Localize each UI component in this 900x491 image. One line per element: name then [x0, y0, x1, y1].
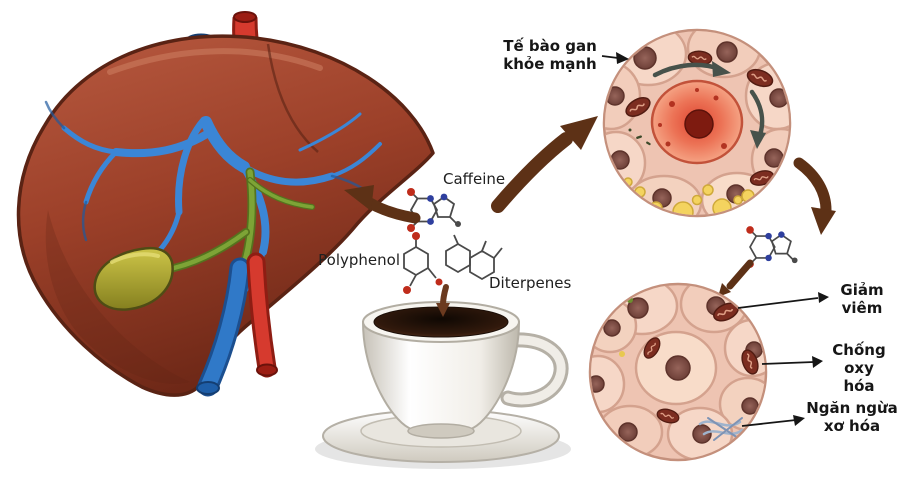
caffeine-molecule-small — [745, 225, 799, 269]
cup-base — [407, 423, 475, 439]
fibrosis-streak — [698, 417, 744, 441]
portal-vein-branches — [44, 100, 382, 305]
arrow-cells-to-treated — [793, 157, 836, 235]
reduce-inflammation-label: Giảm viêm — [840, 281, 884, 317]
progression-arrowheads — [712, 61, 766, 149]
coffee-cup — [315, 301, 571, 469]
arrows — [344, 116, 836, 317]
cup-handle-inner — [503, 335, 566, 405]
arrow-coffee-to-cells — [491, 116, 598, 213]
antioxidant-label: Chống oxy hóa — [832, 341, 886, 395]
reduce-inflammation-pointer — [737, 297, 819, 309]
arrow-molecule-into-treated — [718, 259, 754, 297]
diterpenes-label: Diterpenes — [489, 274, 572, 292]
gallbladder — [93, 246, 174, 311]
antioxidant-pointer — [761, 361, 815, 365]
arrow-to-liver — [344, 185, 421, 224]
inflammation-speckles — [658, 88, 727, 149]
label-pointers — [601, 52, 829, 427]
healthy-liver-cells-label: Tế bào gan khỏe mạnh — [503, 37, 597, 73]
polyphenol-label: Polyphenol — [318, 251, 400, 269]
liver-fissure — [266, 43, 319, 153]
caffeine-label: Caffeine — [443, 170, 506, 188]
liver — [16, 11, 435, 397]
arrow-caffeine-into-cup — [436, 284, 450, 317]
prevent-fibrosis-pointer — [741, 419, 797, 427]
caffeine-molecule — [406, 187, 462, 233]
cell-nuclei — [605, 41, 789, 208]
liver-lower-shade — [45, 210, 190, 384]
diterpenes-molecule — [445, 234, 503, 281]
prevent-fibrosis-label: Ngăn ngừa xơ hóa — [806, 399, 898, 435]
pointer-arrowheads — [616, 52, 829, 426]
healthy-label-pointer — [601, 55, 619, 59]
inflamed-liver-cells — [602, 28, 792, 218]
healthy-treated-cells — [588, 282, 768, 462]
inferior-vessels — [196, 252, 278, 397]
yellow-speck — [619, 351, 625, 357]
inflamed-nucleus — [684, 109, 714, 139]
polyphenol-molecule — [403, 232, 443, 294]
liver-highlight — [107, 48, 323, 75]
